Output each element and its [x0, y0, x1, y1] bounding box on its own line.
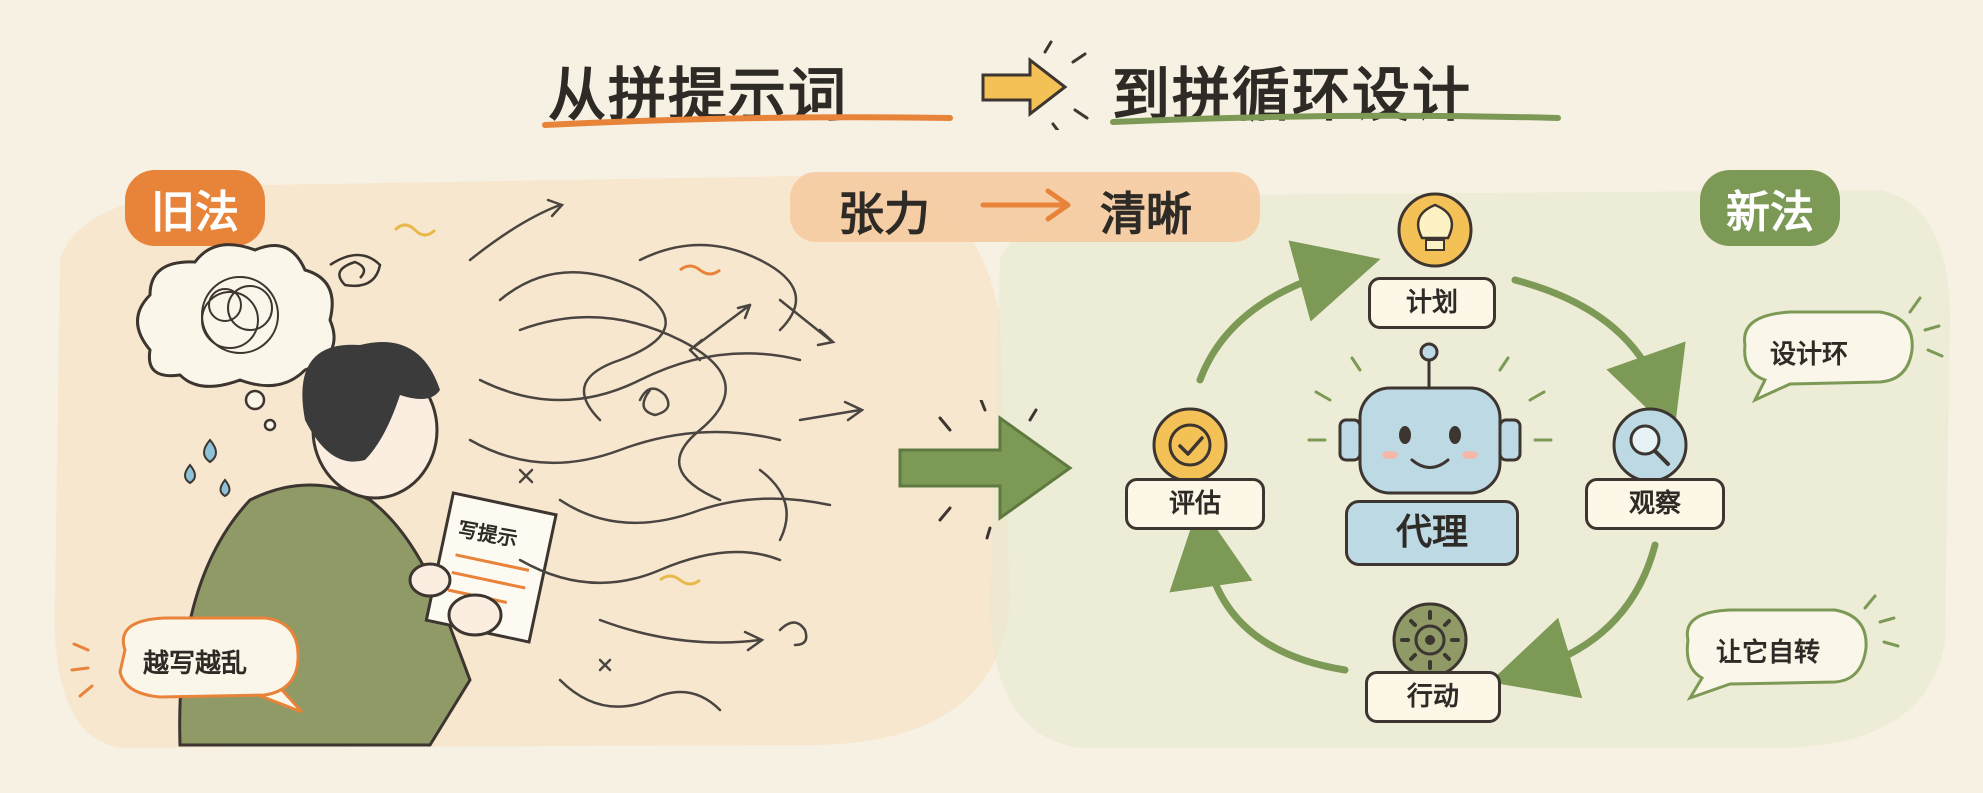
person-hair [302, 342, 440, 462]
new-speech-bubble-bottom [1685, 608, 1868, 701]
robot-agent-icon [1307, 342, 1553, 495]
gear-icon [1392, 602, 1468, 678]
old-method-tag: 旧法 [125, 170, 265, 246]
tangled-arrows [468, 198, 865, 712]
banner-from: 张力 [838, 187, 930, 241]
agent-box: 代理 [1345, 500, 1519, 566]
lightbulb-icon [1397, 192, 1473, 268]
loop-arrows [1169, 240, 1686, 699]
magnifier-icon [1612, 407, 1688, 483]
banner-to: 清晰 [1100, 187, 1192, 241]
checkmark-icon [1152, 407, 1228, 483]
old-speech-text: 越写越乱 [143, 649, 248, 679]
step-evaluate: 评估 [1125, 478, 1265, 530]
old-speech-bubble [118, 616, 304, 714]
banner-arrow-icon [980, 188, 1071, 222]
new-speech-bubble-top [1743, 310, 1914, 404]
thought-cloud-icon [136, 243, 336, 432]
stress-spiral-icon [329, 253, 382, 288]
step-plan: 计划 [1368, 277, 1496, 329]
transition-arrow-icon [898, 400, 1073, 540]
new-method-tag: 新法 [1700, 170, 1840, 246]
new-speech-top-text: 设计环 [1770, 340, 1849, 370]
title-arrow-icon [981, 40, 1089, 130]
new-speech-bottom-text: 让它自转 [1716, 638, 1821, 668]
title-right-underline [1110, 112, 1561, 125]
title-left-underline [542, 114, 953, 128]
sweat-drop-icon [184, 438, 231, 498]
step-observe: 观察 [1585, 478, 1725, 530]
step-act: 行动 [1365, 671, 1501, 723]
